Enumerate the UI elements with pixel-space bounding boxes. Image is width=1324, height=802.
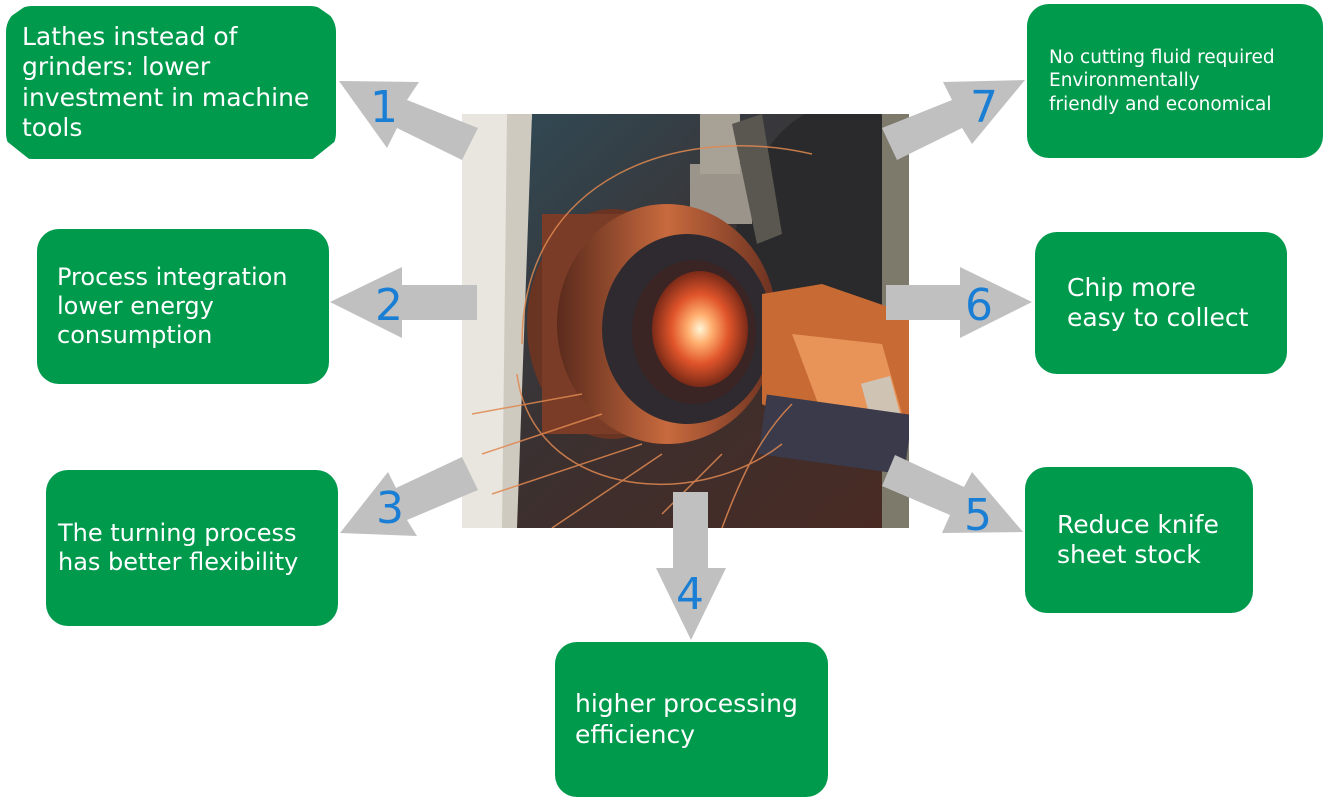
step-number-2: 2: [375, 280, 403, 331]
step-number-1: 1: [370, 82, 398, 133]
benefit-box-2: Process integration lower energy consump…: [37, 229, 329, 384]
benefit-text-5: Reduce knife sheet stock: [1057, 509, 1219, 570]
lathe-turning-photo: [462, 114, 909, 528]
benefit-text-1: Lathes instead of grinders: lower invest…: [22, 21, 310, 143]
benefit-box-4: higher processing efficiency: [555, 642, 828, 797]
benefit-text-6: Chip more easy to collect: [1067, 272, 1249, 333]
benefit-text-2: Process integration lower energy consump…: [57, 262, 288, 350]
step-number-3: 3: [376, 483, 404, 534]
arrow-3: [340, 457, 478, 536]
benefit-box-6: Chip more easy to collect: [1035, 232, 1287, 374]
step-number-4: 4: [676, 569, 704, 620]
benefit-box-5: Reduce knife sheet stock: [1025, 467, 1253, 613]
benefit-box-3: The turning process has better flexibili…: [46, 470, 338, 626]
arrow-1: [339, 81, 478, 160]
benefit-text-7: No cutting fluid required Environmentall…: [1049, 47, 1275, 115]
step-number-7: 7: [970, 82, 998, 133]
benefit-text-4: higher processing efficiency: [575, 689, 798, 749]
benefit-box-1: Lathes instead of grinders: lower invest…: [6, 6, 336, 159]
arrow-2: [330, 267, 477, 338]
step-number-6: 6: [965, 280, 993, 331]
benefit-text-3: The turning process has better flexibili…: [58, 518, 299, 576]
step-number-5: 5: [964, 490, 992, 541]
benefit-box-7: No cutting fluid required Environmentall…: [1027, 4, 1323, 158]
